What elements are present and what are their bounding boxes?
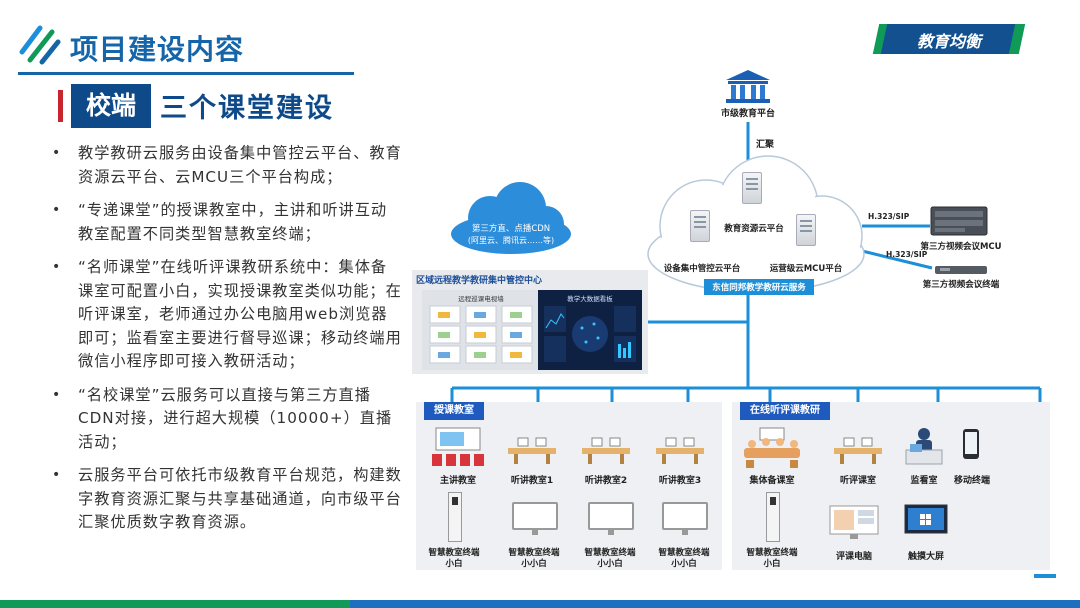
mobile-terminal-label: 移动终端 [953, 476, 990, 486]
city-platform-label: 市级教育平台 [720, 109, 775, 119]
smart-terminal-xiaobai-icon [766, 492, 780, 542]
mcu-platform-label: 运营级云MCU平台 [769, 264, 843, 274]
touch-screen-label: 触摸大屏 [907, 552, 944, 562]
conference-terminal-icon [935, 266, 987, 274]
listen-classroom-3-icon [656, 437, 704, 464]
monitor-room-icon [905, 428, 943, 465]
bullet-item: “名校课堂”云服务可以直接与第三方直播CDN对接，进行超大规模（10000+）直… [50, 384, 402, 455]
terminal-label-4: 智慧教室终端 [658, 548, 710, 558]
logo-stripes-icon [19, 25, 61, 65]
review-room-icon [834, 437, 882, 464]
third-mcu-label: 第三方视频会议MCU [920, 242, 1002, 252]
smart-terminal-xiaoxiaobai-icon [588, 502, 634, 535]
main-classroom-label: 主讲教室 [439, 476, 476, 486]
smart-terminal-xiaoxiaobai-icon [662, 502, 708, 535]
cdn-cloud-icon [451, 182, 571, 254]
bullet-item: “名师课堂”在线听评课教研系统中：集体备课室可配置小白，实现授课教室类似功能；在… [50, 256, 402, 374]
terminal-label-1: 智慧教室终端 [428, 548, 480, 558]
protocol-label-mcu: H.323/SIP [868, 212, 910, 221]
smart-terminal-xiaoxiaobai-icon [512, 502, 558, 535]
resource-platform-label: 教育资源云平台 [724, 224, 784, 234]
third-terminal-label: 第三方视频会议终端 [922, 280, 1000, 290]
city-platform-building-icon [726, 70, 770, 103]
lesson-prep-room-label: 集体备课室 [749, 476, 795, 486]
main-classroom-icon [432, 427, 484, 466]
listen-classroom-2-icon [582, 437, 630, 464]
bullet-item: 云服务平台可依托市级教育平台规范，构建数字教育资源汇聚与共享基础通道，向市级平台… [50, 464, 402, 535]
listen-classroom-2-label: 听讲教室2 [584, 476, 628, 486]
terminal-sub-label-2: 小小白 [521, 559, 547, 569]
review-computer-label: 评课电脑 [835, 552, 872, 562]
protocol-label-terminal: H.323/SIP [886, 250, 928, 259]
review-panel-tag: 在线听评课教研 [740, 402, 830, 420]
listen-classroom-3-label: 听讲教室3 [658, 476, 702, 486]
dashboard-chart-icon [544, 306, 636, 362]
page-title: 项目建设内容 [70, 33, 245, 66]
dashboard-label: 教学大数据看板 [567, 295, 613, 303]
device-platform-label: 设备集中管控云平台 [663, 264, 741, 274]
mcu-rack-icon [930, 206, 988, 236]
bullet-list: 教学教研云服务由设备集中管控云平台、教育资源云平台、云MCU三个平台构成； “专… [50, 142, 402, 545]
video-wall-label: 远程巡课电视墙 [458, 295, 504, 303]
resource-server-icon [742, 172, 762, 204]
section-title: 三个课堂建设 [160, 93, 334, 124]
control-center-panel: 区域远程教学教研集中管控中心 远程巡课电视墙 教学大数据看板 [412, 270, 648, 374]
cdn-providers-label: (阿里云、腾讯云……等) [467, 236, 555, 245]
dashboard-panel: 教学大数据看板 [538, 290, 642, 370]
device-server-icon [690, 210, 710, 242]
review-terminal-sub-label: 小白 [763, 559, 781, 569]
bullet-item: 教学教研云服务由设备集中管控云平台、教育资源云平台、云MCU三个平台构成； [50, 142, 402, 189]
review-terminal-label: 智慧教室终端 [746, 548, 798, 558]
lesson-prep-room-icon [744, 427, 800, 468]
listen-classroom-1-label: 听讲教室1 [510, 476, 554, 486]
listen-classroom-1-icon [508, 437, 556, 464]
teaching-panel-tag: 授课教室 [424, 402, 484, 420]
terminal-label-2: 智慧教室终端 [508, 548, 560, 558]
terminal-sub-label-4: 小小白 [671, 559, 697, 569]
mobile-phone-icon [963, 429, 979, 459]
touch-screen-icon [904, 504, 948, 534]
control-center-title: 区域远程教学教研集中管控中心 [416, 276, 543, 286]
terminal-sub-label-3: 小小白 [597, 559, 623, 569]
cdn-label: 第三方直、点播CDN [471, 224, 551, 234]
monitor-room-label: 监看室 [910, 476, 938, 486]
terminal-label-3: 智慧教室终端 [584, 548, 636, 558]
terminal-sub-label-1: 小白 [445, 559, 463, 569]
section-tag: 校端 [71, 84, 151, 128]
title-underline [18, 72, 354, 75]
cloud-service-label: 东信同邦教学教研云服务 [704, 279, 814, 295]
mcu-server-icon [796, 214, 816, 246]
converge-label: 汇聚 [756, 140, 775, 150]
review-computer-icon [829, 505, 879, 539]
online-review-panel [732, 402, 1050, 570]
page-accent-dash [1034, 574, 1056, 578]
footer-bar [0, 600, 1080, 608]
bullet-item: “专递课堂”的授课教室中，主讲和听讲互动教室配置不同类型智慧教室终端； [50, 199, 402, 246]
review-room-label: 听评课室 [839, 476, 876, 486]
topic-badge-label: 教育均衡 [916, 32, 981, 51]
section-marker [58, 90, 63, 122]
video-wall-panel: 远程巡课电视墙 [422, 290, 540, 370]
topic-badge: 教育均衡 [872, 24, 1026, 54]
smart-terminal-xiaobai-icon [448, 492, 462, 542]
video-wall-icon [429, 305, 533, 364]
